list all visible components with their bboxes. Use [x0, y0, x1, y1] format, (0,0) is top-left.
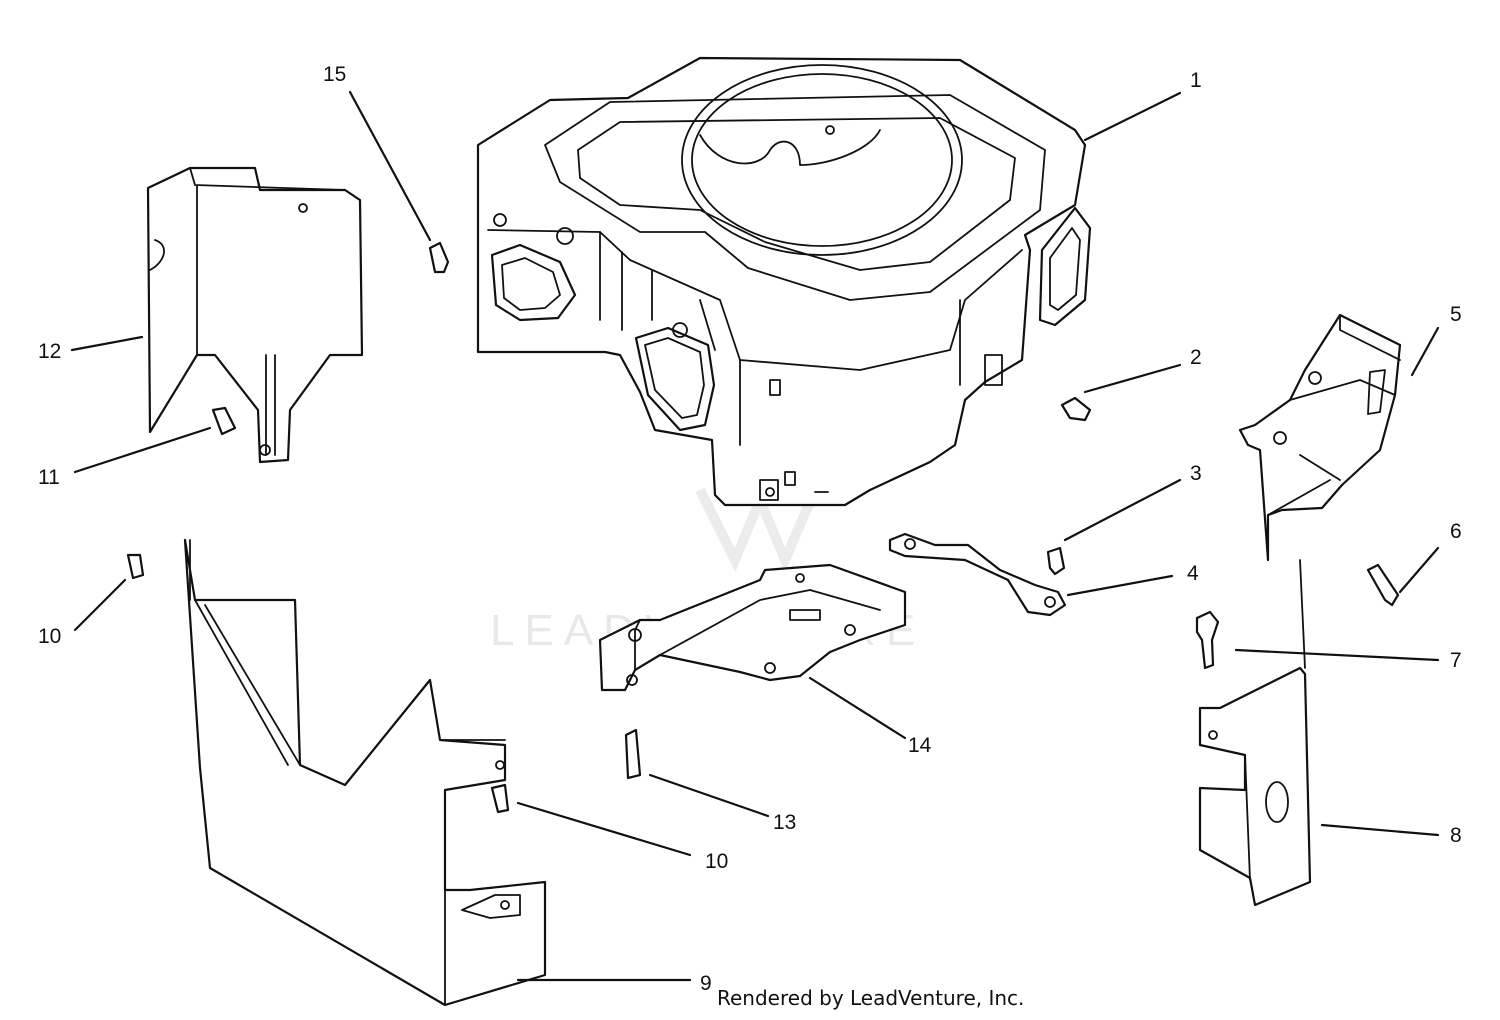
callout-6: 6: [1450, 520, 1462, 543]
callout-10a: 10: [38, 625, 61, 648]
callout-3: 3: [1190, 462, 1202, 485]
callout-1: 1: [1190, 69, 1202, 92]
lower-shield: [183, 538, 547, 1007]
callout-13: 13: [773, 811, 796, 834]
leader-lines: [70, 90, 1440, 982]
side-panel: [1198, 559, 1312, 907]
screw-13: [624, 728, 642, 780]
callout-9: 9: [700, 972, 712, 995]
callout-8: 8: [1450, 824, 1462, 847]
side-shield: [1238, 313, 1402, 562]
screw-11: [211, 406, 237, 436]
mounting-bracket: [598, 563, 907, 692]
plug-15: [428, 241, 450, 274]
callout-15: 15: [323, 63, 346, 86]
callout-10b: 10: [705, 850, 728, 873]
callout-7: 7: [1450, 649, 1462, 672]
callout-14: 14: [908, 734, 932, 757]
callout-11: 11: [38, 466, 60, 489]
screw-2: [1060, 396, 1092, 422]
fasteners: [126, 241, 1400, 814]
callout-4: 4: [1187, 562, 1199, 585]
callout-2: 2: [1190, 346, 1202, 369]
callout-12: 12: [38, 340, 61, 363]
cylinder-shield: [146, 166, 364, 464]
callout-5: 5: [1450, 303, 1462, 326]
strap-bracket: [888, 532, 1067, 617]
screw-6: [1366, 563, 1400, 607]
callouts: 1 2 3 4 5 6 7 8 9 10 10 11 12 13 14 15: [38, 63, 1462, 995]
screw-3: [1046, 546, 1066, 576]
bolt-7: [1195, 610, 1220, 670]
blower-housing: [476, 56, 1092, 507]
screw-10b: [490, 783, 510, 814]
screw-10a: [126, 553, 145, 580]
render-credit: Rendered by LeadVenture, Inc.: [717, 986, 1025, 1010]
